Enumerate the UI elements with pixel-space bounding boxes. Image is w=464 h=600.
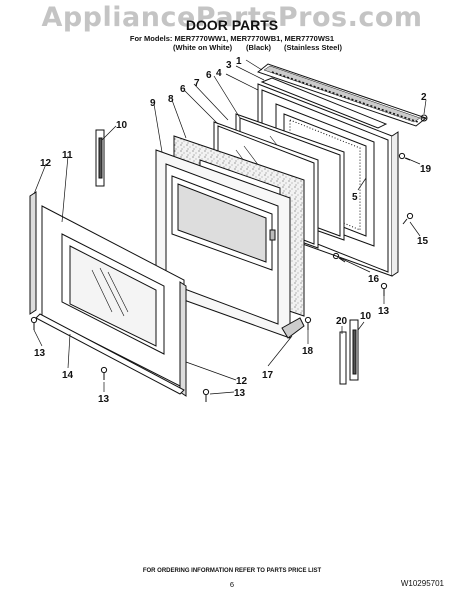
part-bracket (281, 317, 305, 339)
callout-19: 19 (420, 164, 432, 175)
screw-13-left (30, 316, 38, 330)
model-list: For Models: MER7770WW1, MER7770WB1, MER7… (129, 34, 335, 43)
callout-6a: 6 (206, 70, 212, 81)
callout-10b: 10 (360, 311, 372, 322)
callout-7: 7 (194, 78, 200, 89)
part-hinge-right (339, 319, 359, 385)
part-door-frame (155, 149, 291, 339)
callout-17: 17 (262, 370, 274, 381)
callout-15: 15 (417, 236, 429, 247)
document-id: W10295701 (400, 579, 444, 588)
callout-13c: 13 (234, 388, 246, 399)
callout-10a: 10 (116, 120, 128, 131)
page-title: DOOR PARTS (185, 17, 279, 33)
part-top-channel (260, 77, 388, 129)
part-bottom-trim (35, 313, 185, 395)
variant-white: (White on White) (173, 43, 233, 52)
watermark: AppliancePartsPros.com (41, 2, 423, 33)
leader-lines (33, 59, 427, 395)
part-screw-2 (420, 114, 428, 122)
screw-13-lower (202, 388, 210, 402)
callout-4: 4 (216, 68, 222, 79)
part-side-trim-left (29, 191, 37, 315)
callout-13d: 13 (378, 306, 390, 317)
callout-12a: 12 (40, 158, 52, 169)
callout-9: 9 (150, 98, 156, 109)
screw-16 (332, 252, 346, 263)
callout-14: 14 (62, 370, 74, 381)
part-vent-trim (256, 63, 428, 127)
callout-18: 18 (302, 346, 314, 357)
callouts: 1 2 3 4 5 6 6 7 8 9 10 10 11 12 12 13 13… (34, 56, 432, 405)
variant-stainless: (Stainless Steel) (284, 43, 342, 52)
screw-18 (304, 316, 312, 330)
page-number: 6 (229, 580, 235, 589)
callout-11: 11 (62, 150, 73, 161)
callout-1: 1 (236, 56, 242, 67)
callout-3: 3 (226, 60, 232, 71)
callout-12b: 12 (236, 376, 248, 387)
screw-13-right (380, 282, 388, 296)
screw-15 (402, 212, 414, 225)
callout-2: 2 (421, 92, 427, 103)
callout-8: 8 (168, 94, 174, 105)
screws (30, 152, 414, 402)
part-outer-door-panel (41, 205, 185, 389)
variant-black: (Black) (246, 43, 272, 52)
callout-13b: 13 (98, 394, 110, 405)
ordering-note: FOR ORDERING INFORMATION REFER TO PARTS … (142, 568, 322, 574)
callout-5: 5 (352, 192, 358, 203)
callout-16: 16 (368, 274, 380, 285)
screw-13-bottom (100, 366, 108, 380)
part-side-trim-right (179, 281, 187, 397)
part-hinge-left (95, 129, 105, 187)
callout-13a: 13 (34, 348, 46, 359)
callout-6b: 6 (180, 84, 186, 95)
callout-20: 20 (336, 316, 348, 327)
